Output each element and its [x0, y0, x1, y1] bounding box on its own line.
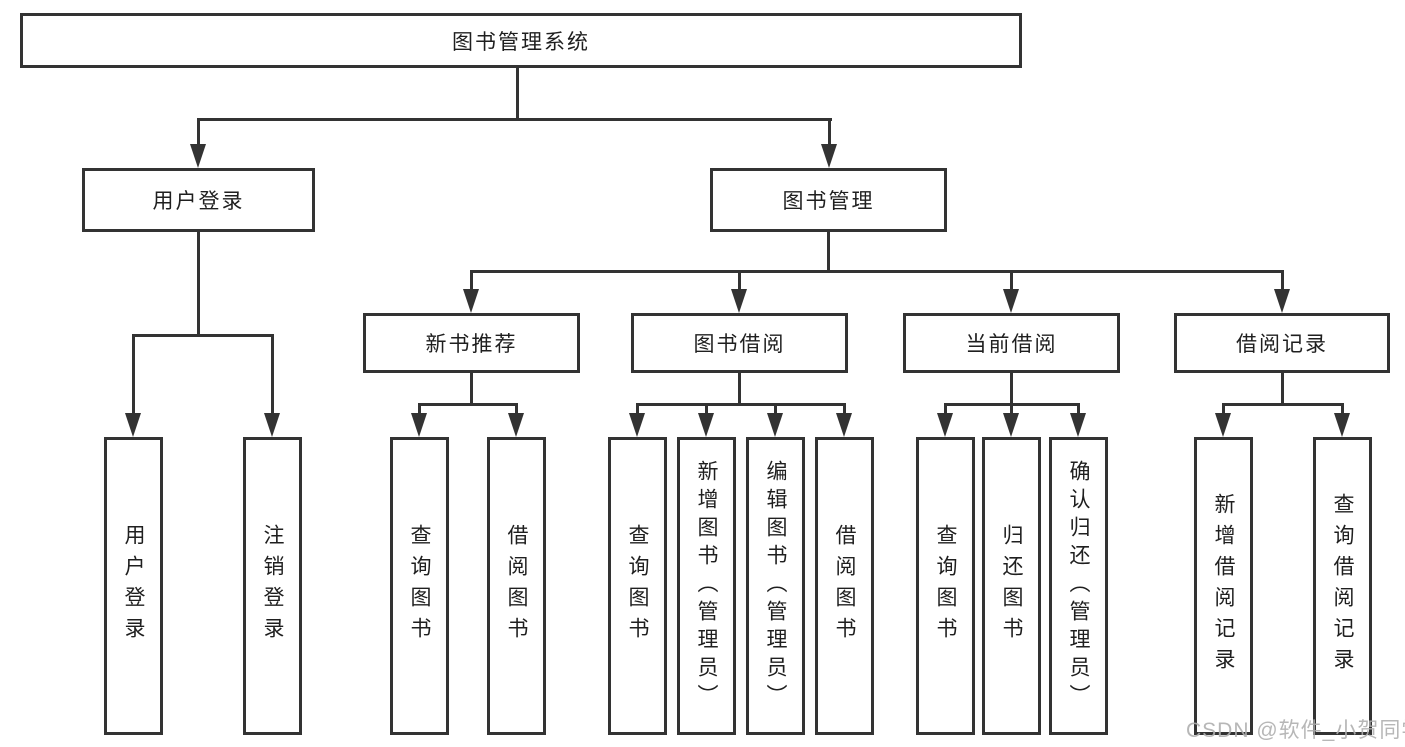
- connector-line: [470, 273, 473, 290]
- connector-line: [1010, 373, 1013, 404]
- connector-arrow-down: [731, 289, 747, 313]
- leaf-query-book-3-label: 查询图书: [934, 524, 957, 648]
- node-book-borrow: 图书借阅: [631, 313, 848, 373]
- connector-arrow-down: [1274, 289, 1290, 313]
- connector-line: [197, 121, 200, 147]
- connector-line: [1341, 406, 1344, 416]
- leaf-query-book-1: 查询图书: [390, 437, 449, 735]
- leaf-logout: 注销登录: [243, 437, 302, 735]
- leaf-edit-book-admin: 编辑图书（管理员）: [746, 437, 805, 735]
- connector-arrow-down: [1215, 413, 1231, 437]
- connector-arrow-down: [125, 413, 141, 437]
- node-root-label: 图书管理系统: [452, 30, 590, 54]
- connector-line: [827, 232, 830, 270]
- node-borrow-records-label: 借阅记录: [1236, 333, 1328, 356]
- leaf-borrow-book-1-label: 借阅图书: [505, 524, 528, 648]
- connector-line: [636, 406, 639, 416]
- connector-line: [738, 373, 741, 404]
- leaf-confirm-return-admin: 确认归还（管理员）: [1049, 437, 1108, 735]
- connector-line: [418, 406, 421, 416]
- connector-line: [738, 273, 741, 290]
- connector-arrow-down: [1003, 289, 1019, 313]
- connector-line: [197, 118, 832, 121]
- leaf-logout-label: 注销登录: [261, 524, 284, 648]
- node-user-login: 用户登录: [82, 168, 315, 232]
- node-root: 图书管理系统: [20, 13, 1022, 68]
- connector-line: [1077, 406, 1080, 416]
- connector-arrow-down: [629, 413, 645, 437]
- node-new-book-recommend: 新书推荐: [363, 313, 580, 373]
- connector-line: [418, 403, 518, 406]
- node-book-management-label: 图书管理: [782, 190, 875, 213]
- connector-line: [944, 403, 1080, 406]
- leaf-return-book: 归还图书: [982, 437, 1041, 735]
- connector-line: [705, 406, 708, 416]
- connector-arrow-down: [698, 413, 714, 437]
- connector-arrow-down: [821, 144, 837, 168]
- leaf-user-login: 用户登录: [104, 437, 163, 735]
- csdn-watermark: CSDN @软件_小贺同学: [1186, 719, 1405, 742]
- connector-line: [636, 403, 846, 406]
- node-current-borrow: 当前借阅: [903, 313, 1120, 373]
- leaf-query-book-2-label: 查询图书: [626, 524, 649, 648]
- connector-line: [1281, 273, 1284, 290]
- leaf-query-book-2: 查询图书: [608, 437, 667, 735]
- connector-line: [470, 373, 473, 404]
- leaf-return-book-label: 归还图书: [1000, 524, 1023, 648]
- connector-line: [516, 68, 519, 120]
- leaf-query-book-3: 查询图书: [916, 437, 975, 735]
- leaf-query-borrow-record: 查询借阅记录: [1313, 437, 1372, 735]
- node-book-management: 图书管理: [710, 168, 947, 232]
- connector-line: [1010, 406, 1013, 416]
- leaf-add-borrow-record-label: 新增借阅记录: [1212, 493, 1235, 679]
- node-new-book-recommend-label: 新书推荐: [425, 333, 518, 356]
- connector-arrow-down: [463, 289, 479, 313]
- connector-arrow-down: [1334, 413, 1350, 437]
- connector-arrow-down: [767, 413, 783, 437]
- leaf-add-borrow-record: 新增借阅记录: [1194, 437, 1253, 735]
- connector-line: [132, 337, 135, 415]
- connector-arrow-down: [1070, 413, 1086, 437]
- connector-line: [828, 121, 831, 147]
- connector-arrow-down: [937, 413, 953, 437]
- leaf-query-book-1-label: 查询图书: [408, 524, 431, 648]
- leaf-confirm-return-admin-label: 确认归还（管理员）: [1067, 460, 1090, 712]
- connector-arrow-down: [411, 413, 427, 437]
- leaf-borrow-book-1: 借阅图书: [487, 437, 546, 735]
- connector-line: [197, 232, 200, 336]
- leaf-add-book-admin: 新增图书（管理员）: [677, 437, 736, 735]
- connector-line: [1222, 406, 1225, 416]
- connector-line: [470, 270, 1284, 273]
- node-book-borrow-label: 图书借阅: [693, 333, 786, 356]
- connector-arrow-down: [264, 413, 280, 437]
- connector-line: [1222, 403, 1344, 406]
- connector-line: [843, 406, 846, 416]
- node-borrow-records: 借阅记录: [1174, 313, 1390, 373]
- leaf-add-book-admin-label: 新增图书（管理员）: [695, 460, 718, 712]
- connector-line: [944, 406, 947, 416]
- node-user-login-label: 用户登录: [152, 190, 245, 213]
- leaf-borrow-book-2: 借阅图书: [815, 437, 874, 735]
- connector-arrow-down: [508, 413, 524, 437]
- connector-line: [774, 406, 777, 416]
- node-current-borrow-label: 当前借阅: [965, 333, 1058, 356]
- connector-arrow-down: [836, 413, 852, 437]
- leaf-edit-book-admin-label: 编辑图书（管理员）: [764, 460, 787, 712]
- connector-line: [132, 334, 274, 337]
- connector-line: [271, 337, 274, 415]
- connector-arrow-down: [190, 144, 206, 168]
- connector-line: [515, 406, 518, 416]
- connector-line: [1010, 273, 1013, 290]
- connector-line: [1281, 373, 1284, 404]
- leaf-user-login-label: 用户登录: [122, 524, 145, 648]
- connector-arrow-down: [1003, 413, 1019, 437]
- leaf-query-borrow-record-label: 查询借阅记录: [1331, 493, 1354, 679]
- leaf-borrow-book-2-label: 借阅图书: [833, 524, 856, 648]
